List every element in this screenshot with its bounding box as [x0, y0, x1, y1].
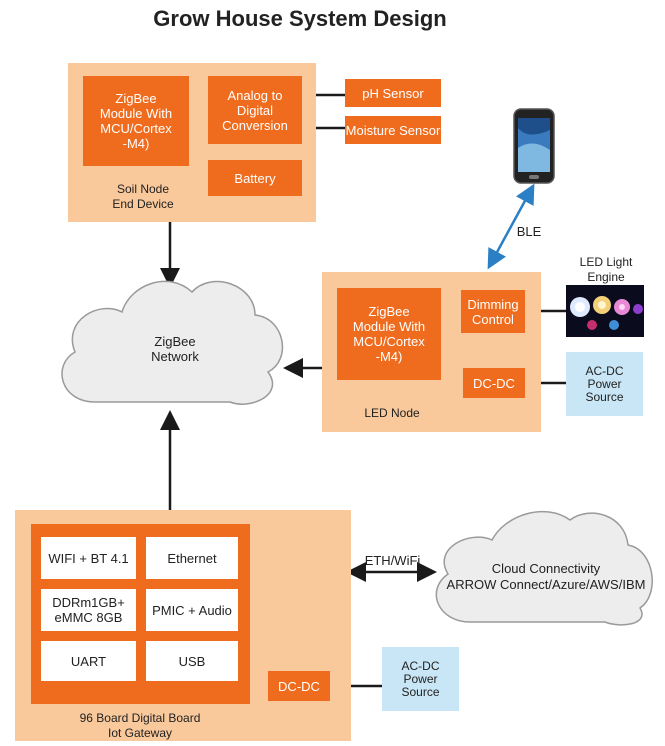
led-node-label: LED Node	[364, 406, 420, 420]
dimming-control: Dimming Control	[461, 290, 525, 333]
memory-module: DDRm1GB+ eMMC 8GB	[41, 589, 136, 631]
cloud-connectivity-label: Cloud Connectivity ARROW Connect/Azure/A…	[446, 561, 646, 592]
gateway-power-source: AC-DC Power Source	[382, 647, 459, 711]
ph-sensor: pH Sensor	[345, 79, 441, 107]
zigbee-network-label: ZigBee Network	[151, 334, 199, 364]
gateway-label: 96 Board Digital Board Iot Gateway	[79, 711, 201, 740]
smartphone-icon	[513, 108, 555, 184]
wifi-bt-module: WIFI + BT 4.1	[41, 537, 136, 579]
ethernet-module: Ethernet	[146, 537, 238, 579]
led-light-engine-label: LED Light Engine	[579, 255, 633, 284]
uart-module: UART	[41, 641, 136, 681]
led-light-engine-image	[566, 285, 644, 337]
moisture-sensor: Moisture Sensor	[345, 116, 441, 144]
ble-arrow	[487, 183, 535, 270]
ble-label: BLE	[516, 224, 542, 239]
page-title: Grow House System Design	[153, 6, 447, 31]
soil-adc: Analog to Digital Conversion	[208, 76, 302, 144]
soil-battery: Battery	[208, 160, 302, 196]
cloud-connectivity-cloud	[435, 510, 653, 626]
soil-node-label: Soil Node End Device	[112, 182, 174, 211]
soil-zigbee-module: ZigBee Module With MCU/Cortex -M4)	[83, 76, 189, 166]
pmic-audio-module: PMIC + Audio	[146, 589, 238, 631]
eth-wifi-label: ETH/WiFi	[364, 553, 421, 568]
led-zigbee-module: ZigBee Module With MCU/Cortex -M4)	[337, 288, 441, 380]
usb-module: USB	[146, 641, 238, 681]
led-power-source: AC-DC Power Source	[566, 352, 643, 416]
gateway-dc-dc: DC-DC	[268, 671, 330, 701]
zigbee-network-cloud	[61, 280, 284, 405]
led-dc-dc: DC-DC	[463, 368, 525, 398]
